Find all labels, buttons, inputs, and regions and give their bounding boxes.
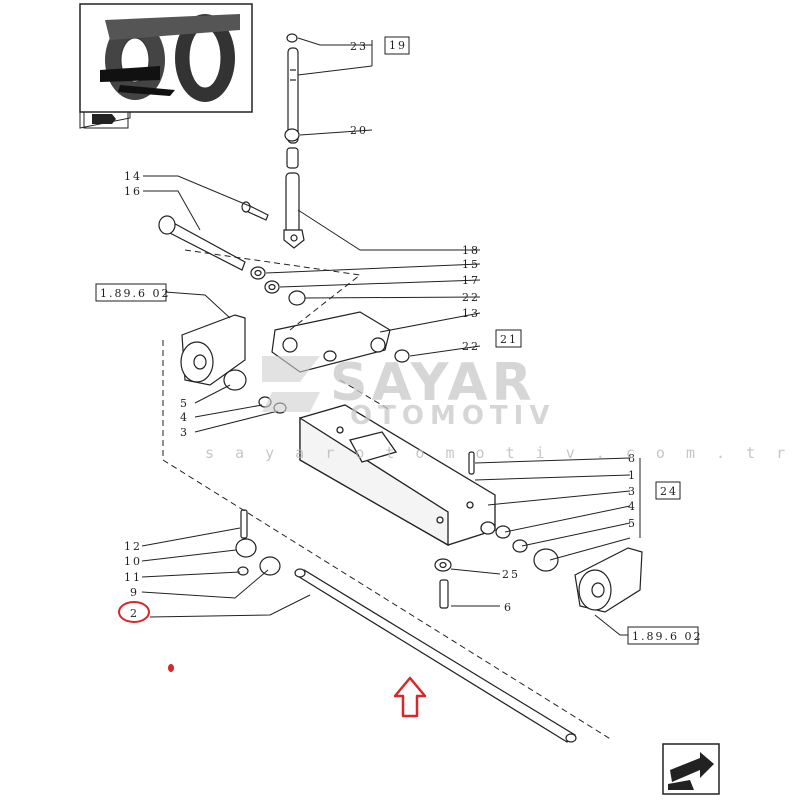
part-8-pin — [468, 451, 475, 475]
assembly-dashed-lines — [162, 249, 613, 741]
label-18: 18 — [462, 244, 480, 257]
label-24: 24 — [660, 485, 678, 498]
label-4-left: 4 — [180, 411, 189, 424]
watermark-brand: SAYAR — [330, 353, 536, 413]
part-14-bolt — [241, 201, 269, 221]
label-23: 23 — [350, 40, 368, 53]
highlight-circle-part-2 — [118, 601, 150, 623]
right-lift-arm-bracket — [574, 547, 643, 613]
next-page-arrow-icon[interactable] — [662, 743, 720, 795]
label-12: 12 — [124, 540, 142, 553]
label-21: 21 — [500, 333, 518, 346]
highlight-dot — [168, 664, 174, 672]
label-5-right: 5 — [628, 517, 637, 530]
part-23-rod — [286, 33, 299, 144]
part-11-nut — [237, 566, 249, 576]
label-20: 20 — [350, 124, 368, 137]
part-25-washer — [434, 558, 452, 572]
label-3-right: 3 — [628, 485, 637, 498]
watermark: SAYAR OTOMOTIV s a y a r o t o m o t i v… — [205, 353, 791, 462]
label-13: 13 — [462, 307, 480, 320]
left-lift-arm-bracket — [180, 314, 287, 414]
label-9: 9 — [130, 586, 139, 599]
lift-housing-cover — [299, 404, 496, 547]
label-14: 14 — [124, 170, 142, 183]
page-flag-icon[interactable] — [79, 111, 131, 129]
label-22-upper: 22 — [462, 291, 480, 304]
part-9-bushing — [259, 556, 281, 576]
label-15: 15 — [462, 258, 480, 271]
part-2-cross-shaft — [294, 568, 577, 743]
part-15-washer — [250, 266, 266, 280]
label-5-left: 5 — [180, 397, 189, 410]
part-10-bushing — [235, 538, 257, 558]
label-2: 2 — [130, 607, 139, 620]
watermark-url: s a y a r o t o m o t i v . c o m . t r — [205, 444, 791, 462]
part-17-washer — [264, 280, 280, 294]
label-3-left: 3 — [180, 426, 189, 439]
label-4-right: 4 — [628, 500, 637, 513]
label-8: 8 — [628, 452, 637, 465]
label-boxes — [95, 36, 699, 645]
part-16-long-bolt — [158, 215, 246, 271]
label-16: 16 — [124, 185, 142, 198]
label-1: 1 — [628, 469, 637, 482]
watermark-sub: OTOMOTIV — [350, 401, 555, 431]
part-18-fork — [283, 172, 305, 249]
watermark-logo-mark — [262, 356, 320, 412]
part-12-bolt — [240, 509, 248, 539]
label-19: 19 — [389, 39, 407, 52]
tractor-thumbnail[interactable] — [79, 3, 253, 113]
part-6-bolt — [439, 579, 449, 609]
leader-lines — [141, 37, 641, 636]
up-arrow-icon — [393, 676, 427, 718]
part-20-bushing — [284, 128, 300, 169]
label-6: 6 — [504, 601, 513, 614]
ref-right: 1.89.6 02 — [632, 630, 702, 643]
label-22-lower: 22 — [462, 340, 480, 353]
part-4-5-bushings-right — [495, 525, 559, 572]
label-17: 17 — [462, 274, 480, 287]
label-25: 25 — [502, 568, 520, 581]
label-11: 11 — [124, 571, 142, 584]
ref-left: 1.89.6 02 — [100, 287, 170, 300]
part-22-bushing — [288, 290, 306, 306]
label-10: 10 — [124, 555, 142, 568]
